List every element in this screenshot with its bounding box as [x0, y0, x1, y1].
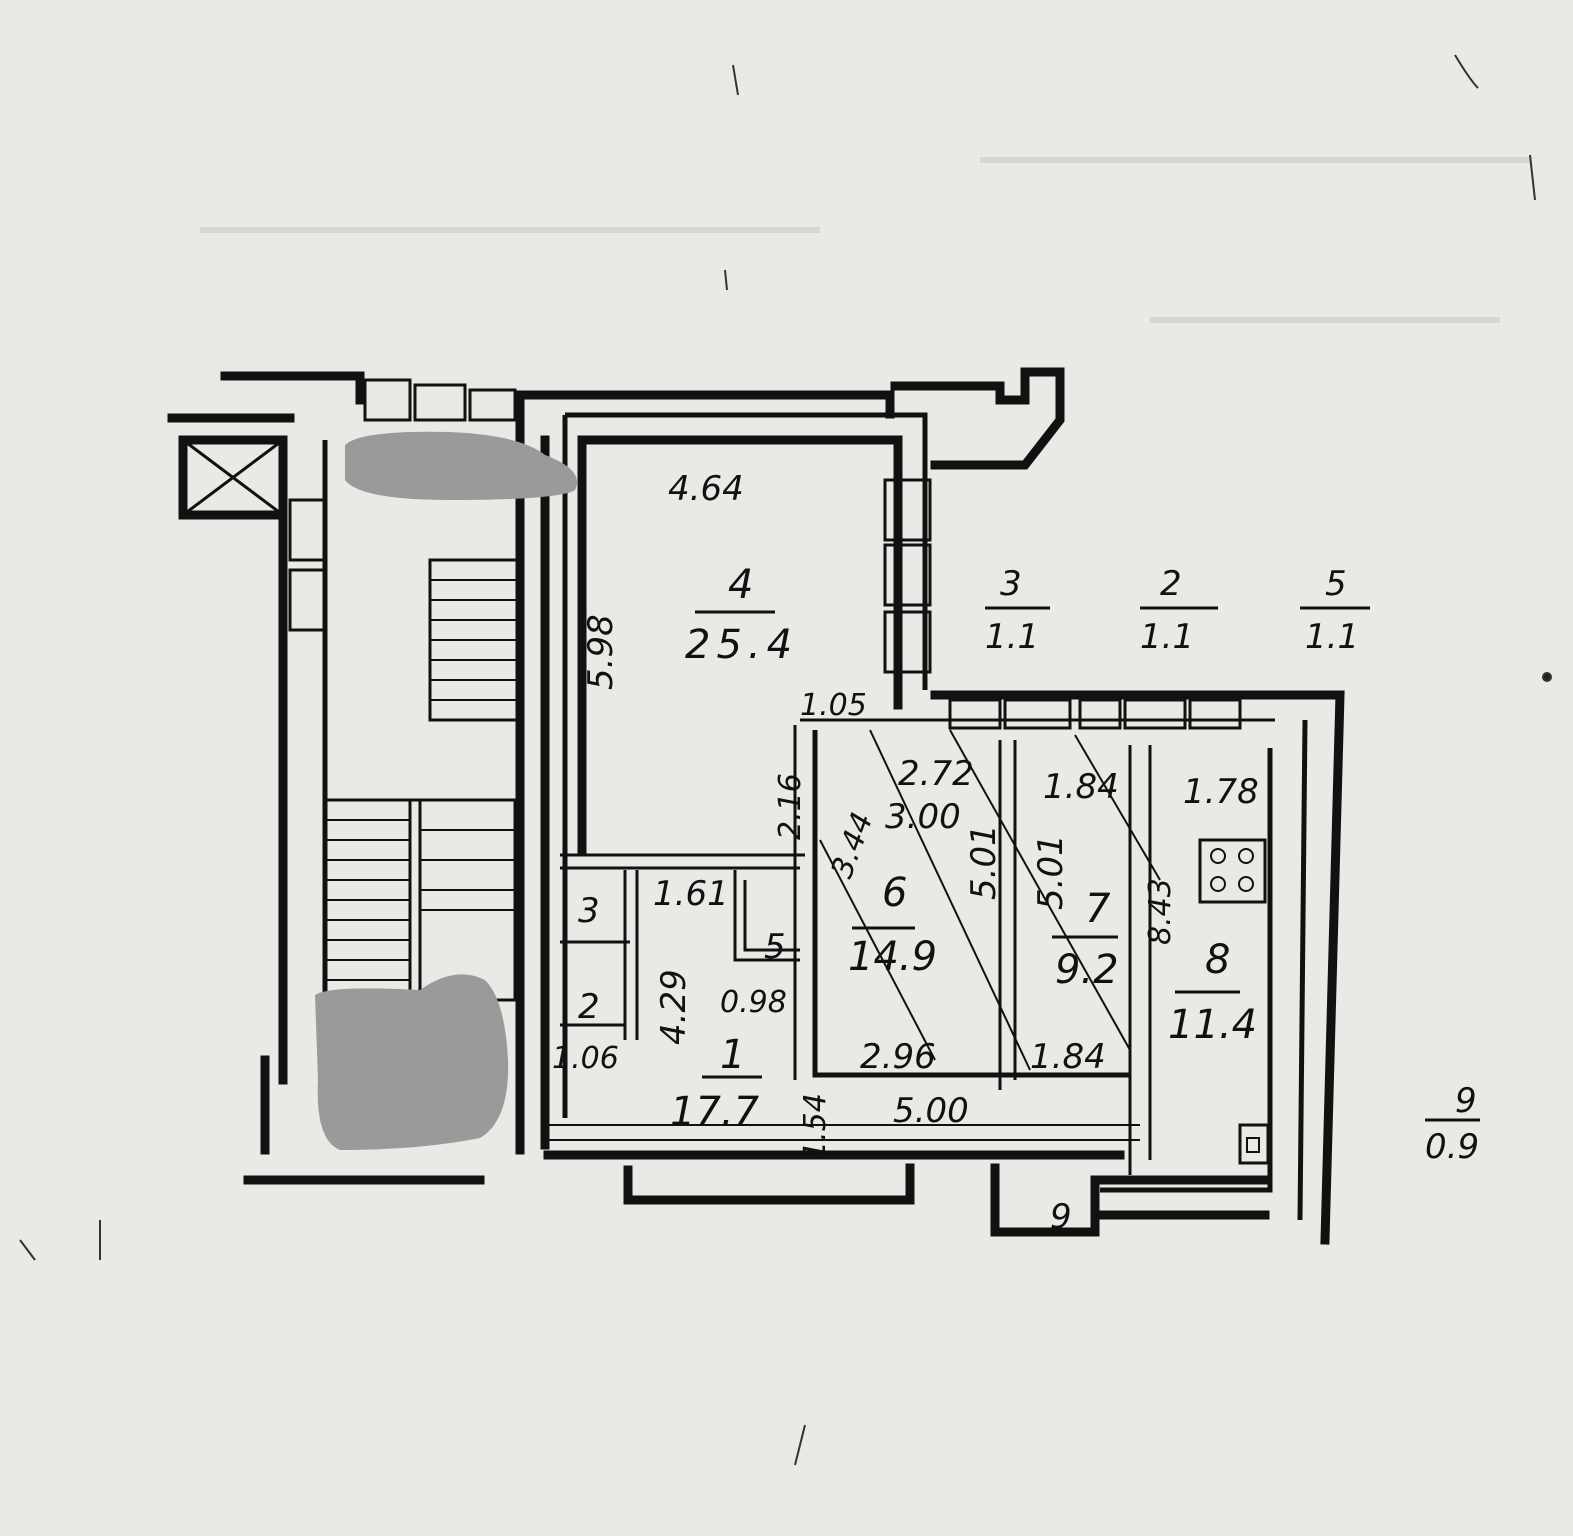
dim-4-29: 4.29: [654, 969, 694, 1045]
side-legend: 3 1.1 2 1.1 5 1.1 9 0.9: [985, 564, 1480, 1167]
room-7-number: 7: [1085, 886, 1111, 932]
dim-2-16: 2.16: [773, 773, 808, 840]
dim-1-06: 1.06: [552, 1041, 619, 1076]
dim-5-01-a: 5.01: [964, 824, 1004, 900]
outer-walls: [167, 367, 1345, 1245]
legend-2-number: 2: [1160, 564, 1182, 604]
stove-icon: [1198, 838, 1267, 904]
sink-icon: [1238, 1123, 1270, 1165]
legend-5-number: 5: [1325, 564, 1347, 604]
dim-1-61: 1.61: [653, 874, 729, 914]
room-4-area: 25.4: [685, 622, 798, 668]
legend-2-area: 1.1: [1140, 617, 1194, 657]
room-5-number: 5: [764, 927, 786, 967]
staircase: [323, 558, 522, 1002]
dimension-labels: 4.64 5.98 1.05 2.16 2.72 3.00 5.01 5.01 …: [552, 469, 1259, 1160]
dim-4-64: 4.64: [668, 469, 744, 509]
legend-3-number: 3: [1000, 564, 1022, 604]
room-9-number: 9: [1050, 1197, 1072, 1237]
legend-3-area: 1.1: [985, 617, 1039, 657]
room-8-number: 8: [1205, 937, 1230, 983]
room-8-area: 11.4: [1168, 1002, 1257, 1048]
dim-0-98: 0.98: [720, 985, 787, 1020]
dim-3-44: 3.44: [825, 808, 881, 883]
legend-9-area: 0.9: [1425, 1127, 1479, 1167]
room-6-area: 14.9: [848, 934, 937, 980]
dim-2-96: 2.96: [860, 1037, 936, 1077]
room-1-number: 1: [720, 1032, 745, 1078]
room-2-number: 2: [578, 987, 600, 1027]
diagonal-lines: [819, 729, 1161, 1071]
dim-1-05: 1.05: [800, 688, 867, 723]
room-1-area: 17.7: [670, 1089, 760, 1135]
redacted-area-bottom: [315, 974, 509, 1150]
dim-1-78: 1.78: [1183, 772, 1259, 812]
dim-1-84-bottom: 1.84: [1030, 1037, 1106, 1077]
stray-marks: [19, 54, 1552, 1466]
room-7-area: 9.2: [1055, 947, 1119, 993]
room-6-number: 6: [882, 870, 907, 916]
dim-1-84-top: 1.84: [1043, 767, 1119, 807]
legend-9-number: 9: [1455, 1081, 1477, 1121]
interior-partitions: [545, 718, 1275, 1175]
room-4-number: 4: [728, 562, 753, 608]
dim-3-00: 3.00: [885, 797, 961, 837]
faint-background-marks: [200, 157, 1530, 323]
dim-5-98: 5.98: [581, 614, 621, 690]
redacted-area-top: [345, 431, 577, 500]
dim-1-54: 1.54: [798, 1093, 833, 1160]
dim-2-72: 2.72: [898, 754, 974, 794]
window-openings: [288, 378, 1242, 730]
dim-5-01-b: 5.01: [1031, 834, 1071, 910]
legend-5-area: 1.1: [1305, 617, 1359, 657]
dim-8-43: 8.43: [1143, 878, 1178, 945]
dim-5-00: 5.00: [893, 1091, 969, 1131]
room-labels: 4 25.4 6 14.9 7 9.2 8 11.4 1 17.7 3 2 5 …: [578, 562, 1257, 1237]
room-3-number: 3: [578, 891, 600, 931]
